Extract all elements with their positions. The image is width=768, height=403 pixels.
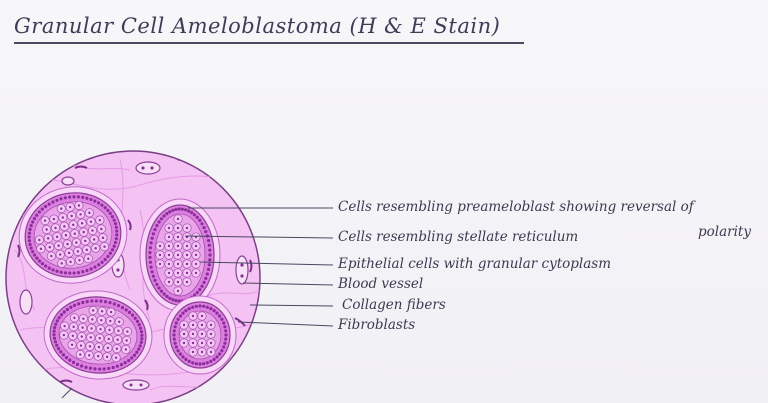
leader-line-stellate <box>184 235 334 239</box>
leader-line-bottom <box>61 387 73 399</box>
label-stellate-reticulum: Cells resembling stellate reticulum <box>338 229 579 245</box>
blood-vessels <box>19 161 249 391</box>
diagram-title: Granular Cell Ameloblastoma (H & E Stain… <box>14 14 501 38</box>
label-preameloblast: Cells resembling preameloblast showing r… <box>338 199 694 215</box>
tumour-nest <box>163 295 237 375</box>
tumour-nest <box>139 198 221 312</box>
leader-line-blood-vessel <box>242 282 334 286</box>
title-underline <box>14 42 524 44</box>
tumour-nest <box>18 186 128 284</box>
leader-line-granular <box>199 261 334 266</box>
leader-line-fibroblast <box>237 321 334 327</box>
label-collagen-fibers: Collagen fibers <box>342 297 446 313</box>
tumour-nest <box>43 290 153 380</box>
tumour-nests <box>18 186 237 380</box>
label-fibroblasts: Fibroblasts <box>338 317 416 333</box>
label-polarity: polarity <box>698 224 751 240</box>
label-blood-vessel: Blood vessel <box>338 276 424 292</box>
leader-line-collagen <box>249 304 334 307</box>
leader-lines <box>61 207 334 399</box>
label-granular-cells: Epithelial cells with granular cytoplasm <box>338 256 612 272</box>
